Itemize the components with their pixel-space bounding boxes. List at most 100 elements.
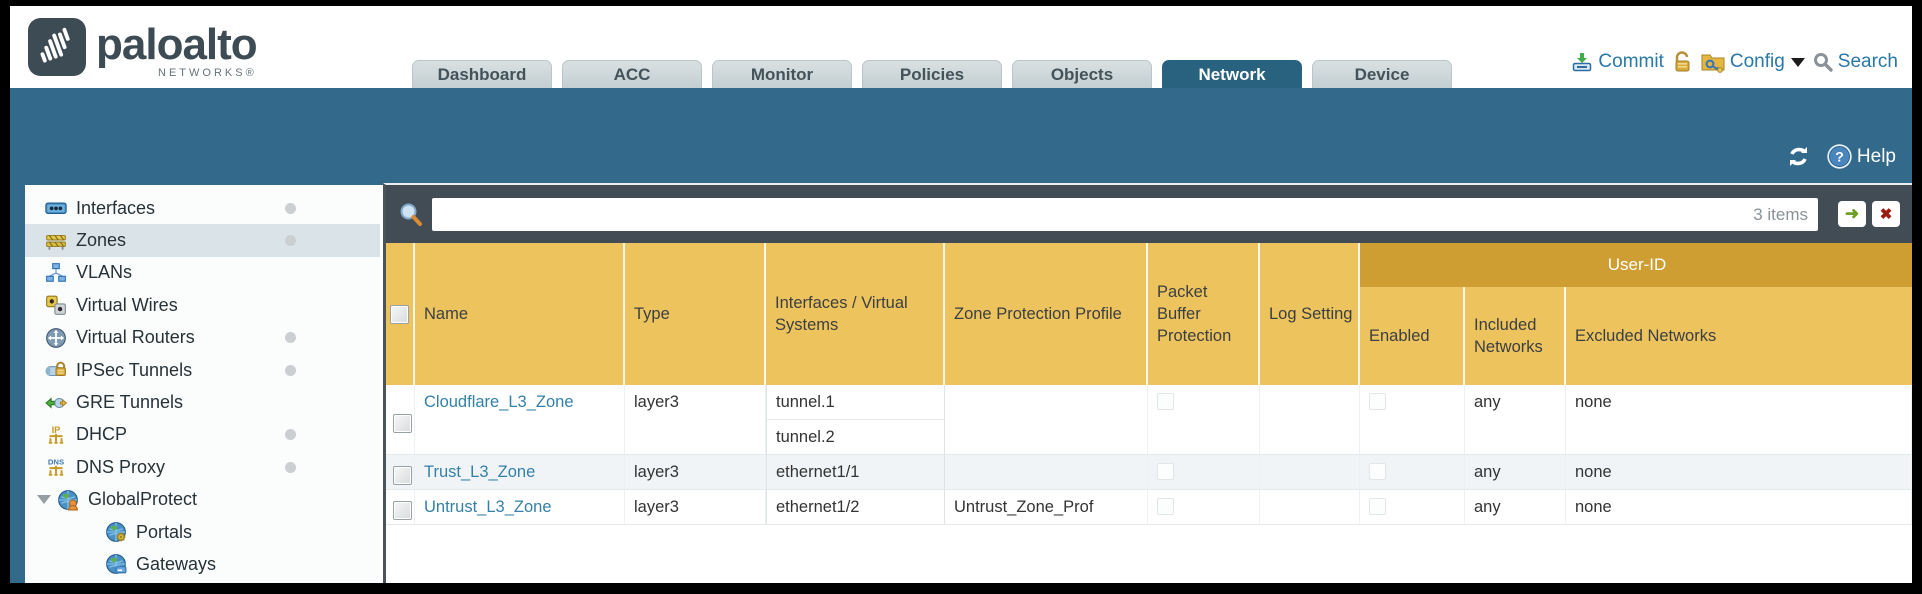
interface-entry: ethernet1/2 [776, 498, 860, 516]
excluded-networks-cell: none [1566, 385, 1912, 454]
zone-name-cell: Trust_L3_Zone [415, 455, 625, 489]
brand-text: paloalto NETWORKS® [96, 23, 258, 80]
sidebar-item-vlans[interactable]: VLANs [25, 257, 380, 289]
tab-acc[interactable]: ACC [562, 60, 702, 88]
status-dot [285, 461, 296, 473]
packet-buffer-checkbox[interactable] [1157, 463, 1174, 480]
column-header-enabled[interactable]: Enabled [1360, 287, 1465, 385]
sidebar-item-label: Interfaces [76, 197, 156, 218]
sidebar-item-gre-tunnels[interactable]: GRE Tunnels [25, 386, 380, 418]
zone-name-cell: Untrust_L3_Zone [415, 490, 625, 524]
commit-button[interactable]: Commit [1570, 50, 1664, 74]
row-checkbox-cell [386, 455, 415, 489]
zone-type-cell: layer3 [625, 455, 766, 489]
packet-buffer-checkbox[interactable] [1157, 498, 1174, 515]
refresh-icon[interactable] [1785, 144, 1812, 169]
packet-buffer-checkbox[interactable] [1157, 393, 1174, 410]
user-id-enabled-checkbox[interactable] [1369, 498, 1386, 515]
config-icon [1701, 54, 1725, 73]
filter-toolbar: 3 items ➜ ✖ [386, 185, 1912, 243]
zone-protection-profile-cell [945, 385, 1148, 454]
column-header-interfaces[interactable]: Interfaces / Virtual Systems [766, 243, 945, 385]
filter-input[interactable] [432, 197, 1818, 231]
expander-down-icon[interactable] [37, 495, 51, 505]
teal-subheader-band: ? Help [10, 88, 1912, 185]
column-header-excluded-networks[interactable]: Excluded Networks [1575, 326, 1717, 345]
search-icon [1813, 53, 1833, 72]
vlans-icon [45, 262, 67, 284]
tab-policies[interactable]: Policies [862, 60, 1002, 88]
row-checkbox[interactable] [393, 501, 412, 520]
sidebar-item-globalprotect[interactable]: GlobalProtect [25, 484, 380, 516]
column-header-zone-protection-profile[interactable]: Zone Protection Profile [945, 243, 1148, 385]
chevron-down-icon [1790, 57, 1805, 67]
zone-name-link[interactable]: Trust_L3_Zone [424, 463, 536, 481]
sidebar-item-virtual-routers[interactable]: Virtual Routers [25, 322, 380, 354]
lock-icon[interactable] [1671, 50, 1693, 74]
brand-subtitle: NETWORKS® [158, 67, 257, 79]
user-id-group-header: User-ID [1360, 243, 1912, 287]
help-icon: ? [1827, 144, 1852, 169]
user-id-enabled-cell [1360, 385, 1465, 454]
sidebar-item-zones[interactable]: Zones [25, 224, 380, 257]
column-header-packet-buffer-protection[interactable]: Packet Buffer Protection [1148, 243, 1260, 385]
main-panel: 3 items ➜ ✖ Name Type Interfaces / Virtu… [383, 183, 1912, 583]
user-id-enabled-checkbox[interactable] [1369, 393, 1386, 410]
tab-objects[interactable]: Objects [1012, 60, 1152, 88]
select-all-checkbox[interactable] [390, 304, 409, 324]
log-setting-cell [1260, 455, 1360, 489]
clear-filter-button[interactable]: ✖ [1872, 201, 1900, 227]
globalprotect-icon [57, 489, 79, 511]
row-checkbox[interactable] [393, 413, 412, 433]
column-header-log-setting[interactable]: Log Setting [1260, 243, 1360, 385]
zone-type-cell: layer3 [625, 385, 766, 454]
virtual-routers-icon [45, 327, 67, 349]
tab-device[interactable]: Device [1312, 60, 1452, 88]
app-header: paloalto NETWORKS® Dashboard ACC Monitor Po… [10, 6, 1912, 88]
status-dot [285, 202, 296, 214]
zone-name-link[interactable]: Cloudflare_L3_Zone [424, 393, 574, 411]
sidebar-item-label: Gateways [136, 553, 217, 574]
user-id-enabled-checkbox[interactable] [1369, 463, 1386, 480]
interfaces-cell: ethernet1/1 [766, 455, 945, 489]
gateways-icon [105, 553, 127, 575]
status-dot [285, 332, 296, 344]
table-header: Name Type Interfaces / Virtual Systems Z… [386, 243, 1912, 385]
zone-type-cell: layer3 [625, 490, 766, 524]
zone-name-link[interactable]: Untrust_L3_Zone [424, 498, 552, 516]
column-header-included-networks[interactable]: Included Networks [1465, 287, 1566, 385]
sidebar-item-label: DNS Proxy [76, 456, 166, 477]
row-checkbox[interactable] [393, 466, 412, 485]
filter-search-icon [400, 203, 422, 226]
tab-network[interactable]: Network [1162, 60, 1302, 88]
sidebar-item-interfaces[interactable]: Interfaces [25, 192, 380, 224]
header-actions: Commit Config [1570, 50, 1898, 74]
log-setting-cell [1260, 490, 1360, 524]
search-button[interactable]: Search [1812, 51, 1898, 73]
zones-icon [45, 230, 67, 252]
status-dot [285, 429, 296, 441]
apply-filter-button[interactable]: ➜ [1838, 201, 1866, 227]
svg-text:IP: IP [52, 425, 61, 435]
excluded-networks-cell: none [1566, 490, 1912, 524]
included-networks-cell: any [1465, 490, 1566, 524]
sidebar-item-portals[interactable]: Portals [25, 516, 380, 548]
tab-monitor[interactable]: Monitor [712, 60, 852, 88]
column-header-type[interactable]: Type [625, 243, 766, 385]
help-button[interactable]: ? Help [1826, 143, 1896, 170]
user-id-column-group: User-ID Enabled Included Networks Exclud… [1360, 243, 1912, 385]
zone-name-cell: Cloudflare_L3_Zone [415, 385, 625, 454]
config-menu[interactable]: Config [1700, 50, 1805, 74]
sidebar-item-gateways[interactable]: Gateways [25, 548, 380, 580]
sidebar-item-virtual-wires[interactable]: Virtual Wires [25, 289, 380, 321]
tab-dashboard[interactable]: Dashboard [412, 60, 552, 88]
column-header-name[interactable]: Name [415, 243, 625, 385]
sidebar-item-ipsec-tunnels[interactable]: IPSec Tunnels [25, 354, 380, 386]
